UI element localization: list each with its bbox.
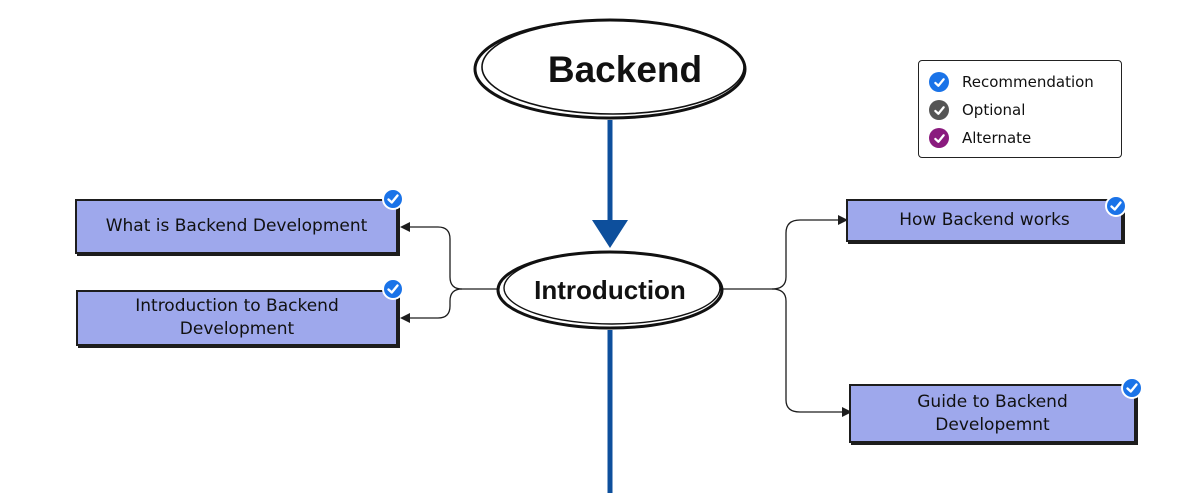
- topic-label: How Backend works: [899, 210, 1070, 230]
- legend-label: Alternate: [962, 129, 1032, 147]
- recommendation-check-icon: [1105, 195, 1127, 217]
- topic-what-is-backend-development[interactable]: What is Backend Development: [75, 199, 398, 254]
- recommendation-check-icon: [382, 188, 404, 210]
- topic-label: Guide to Backend Developemnt: [917, 391, 1068, 435]
- arrow-to-what-is-backend: [400, 222, 410, 232]
- legend-item-alternate: Alternate: [929, 128, 1031, 148]
- legend-item-optional: Optional: [929, 100, 1025, 120]
- arrow-to-how-backend-works: [838, 215, 848, 225]
- legend: Recommendation Optional Alternate: [918, 60, 1122, 158]
- topic-label: Introduction to Backend Development: [135, 296, 339, 339]
- topic-guide-to-backend-development[interactable]: Guide to Backend Developemnt: [849, 384, 1136, 443]
- recommendation-check-icon: [382, 278, 404, 300]
- introduction-oval: [496, 250, 724, 330]
- recommendation-check-icon: [929, 72, 949, 92]
- arrow-to-intro-backend: [400, 313, 410, 323]
- connector-right: [722, 219, 844, 413]
- legend-item-recommendation: Recommendation: [929, 72, 1094, 92]
- alternate-check-icon: [929, 128, 949, 148]
- topic-how-backend-works[interactable]: How Backend works: [846, 199, 1123, 242]
- arrow-to-guide-backend: [842, 407, 852, 417]
- connector-left: [404, 226, 498, 319]
- title-oval: [473, 18, 747, 120]
- spine-arrow-head: [592, 220, 628, 248]
- topic-introduction-to-backend-development[interactable]: Introduction to Backend Development: [76, 290, 398, 346]
- topic-label: What is Backend Development: [105, 216, 368, 236]
- recommendation-check-icon: [1121, 377, 1143, 399]
- optional-check-icon: [929, 100, 949, 120]
- legend-label: Optional: [962, 101, 1026, 119]
- legend-label: Recommendation: [962, 73, 1094, 91]
